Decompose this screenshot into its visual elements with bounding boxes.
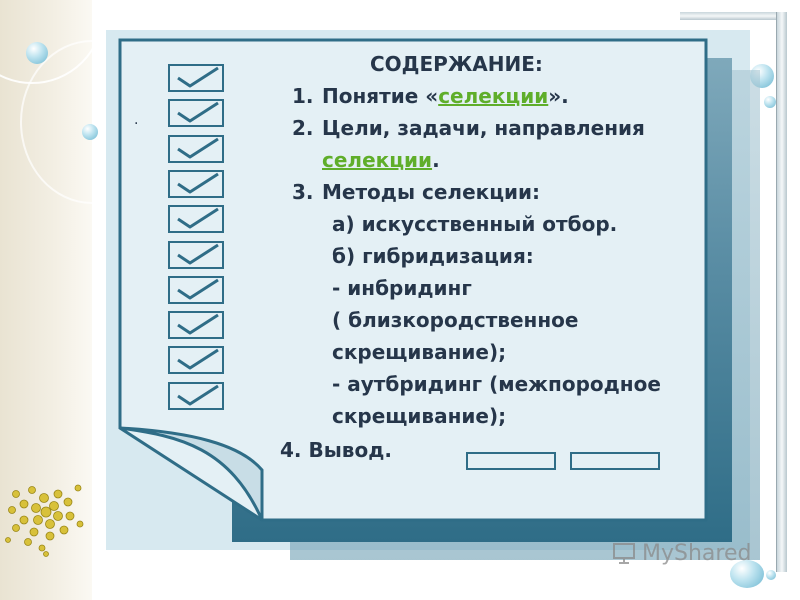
decor-bubble: [766, 570, 776, 580]
sub-item: ( близкородственное: [332, 308, 579, 332]
list-item: 1.Понятие «селекции».: [292, 84, 569, 108]
checkmark-icon: [177, 243, 219, 264]
contents-heading: СОДЕРЖАНИЕ:: [280, 48, 700, 80]
checkmark-icon: [177, 349, 219, 370]
heading-text: СОДЕРЖАНИЕ:: [370, 52, 543, 76]
selection-link[interactable]: селекции: [322, 148, 433, 172]
right-frame-top: [680, 12, 786, 20]
checklist-box: [168, 311, 224, 340]
sub-item: - аутбридинг (межпородное: [332, 372, 661, 396]
checklist-box: [168, 169, 224, 198]
sub-item: б) гибридизация:: [332, 244, 534, 268]
presentation-icon: [613, 543, 635, 564]
decor-bubble: [764, 96, 776, 108]
checklist-box: [168, 99, 224, 128]
checklist-box: [168, 240, 224, 269]
checkmark-icon: [177, 102, 219, 123]
checklist-box: [168, 275, 224, 304]
sub-item: а) искусственный отбор.: [332, 212, 618, 236]
conclusion-item: 4. Вывод.: [280, 438, 392, 462]
contents-list: СОДЕРЖАНИЕ: 1.Понятие «селекции». 2.Цели…: [280, 48, 700, 466]
sub-item: скрещивание);: [332, 340, 507, 364]
checkmark-icon: [177, 207, 219, 229]
blank-field-box: [466, 452, 556, 470]
checkmark-icon: [177, 172, 219, 194]
right-frame-side: [776, 12, 787, 572]
list-item: 3.Методы селекции:: [292, 180, 541, 204]
decor-bubble: [730, 560, 764, 588]
checkmark-icon: [177, 384, 219, 406]
watermark: MyShared: [612, 538, 751, 568]
sub-item: - инбридинг: [332, 276, 472, 300]
checklist-box: [168, 205, 224, 234]
list-item: 2.Цели, задачи, направления: [292, 116, 645, 140]
stray-dot: .: [134, 112, 139, 128]
decor-bubble: [82, 124, 98, 140]
list-item-continuation: селекции.: [322, 148, 440, 172]
checklist-box: [168, 346, 224, 375]
gold-bead-spiral-logo: [5, 484, 84, 557]
selection-link[interactable]: селекции: [438, 84, 549, 108]
checkmark-icon: [177, 137, 219, 159]
decor-bubble: [26, 42, 48, 64]
checkmark-icon: [177, 278, 219, 300]
watermark-text: MyShared: [642, 540, 752, 566]
checklist-box: [168, 381, 224, 410]
checkmark-icon: [177, 66, 219, 88]
checklist-box: [168, 64, 224, 92]
checklist-box: [168, 134, 224, 163]
checkmark-icon: [177, 313, 219, 335]
sub-item: скрещивание);: [332, 404, 507, 428]
blank-field-box: [570, 452, 660, 470]
